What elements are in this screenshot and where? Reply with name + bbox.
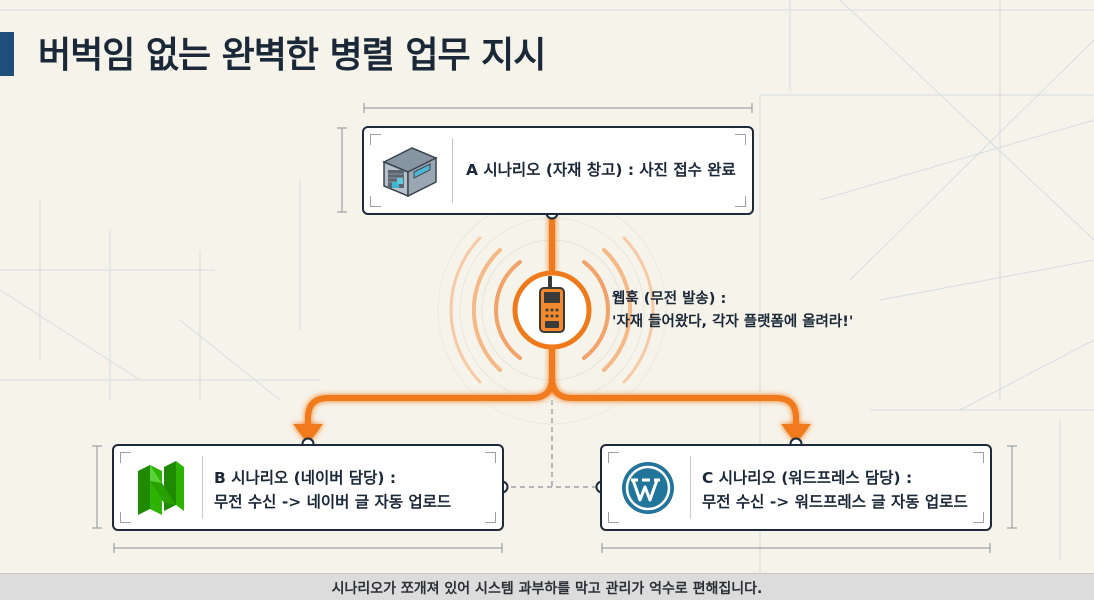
title-accent-bar	[0, 32, 14, 76]
corner-mark	[485, 452, 496, 463]
node-a-label: A 시나리오 (자재 창고) : 사진 접수 완료	[466, 161, 736, 179]
node-b-title: B 시나리오 (네이버 담당) :	[214, 469, 397, 487]
node-c-title: C 시나리오 (워드프레스 담당) :	[702, 469, 913, 487]
naver-logo-icon	[138, 461, 184, 515]
webhook-message: 웹훅 (무전 발송) : '자재 들어왔다, 각자 플랫폼에 올려라!'	[612, 288, 853, 334]
corner-mark	[485, 512, 496, 523]
node-divider	[690, 456, 691, 519]
webhook-title: 웹훅 (무전 발송) :	[612, 291, 727, 307]
corner-mark	[370, 196, 381, 207]
node-divider	[202, 456, 203, 519]
footer-bar: 시나리오가 쪼개져 있어 시스템 과부하를 막고 관리가 억수로 편해집니다.	[0, 573, 1094, 600]
node-b-scenario: B 시나리오 (네이버 담당) : 무전 수신 -> 네이버 글 자동 업로드	[112, 444, 504, 531]
webhook-quote: '자재 들어왔다, 각자 플랫폼에 올려라!'	[612, 314, 854, 330]
footer-caption: 시나리오가 쪼개져 있어 시스템 과부하를 막고 관리가 억수로 편해집니다.	[331, 581, 763, 597]
signal-waves	[437, 195, 667, 425]
node-a-scenario: A 시나리오 (자재 창고) : 사진 접수 완료	[362, 126, 754, 215]
node-c-desc: 무전 수신 -> 워드프레스 글 자동 업로드	[702, 493, 968, 511]
wordpress-logo-icon	[622, 462, 674, 514]
corner-mark	[735, 134, 746, 145]
node-b-desc: 무전 수신 -> 네이버 글 자동 업로드	[214, 493, 452, 511]
corner-mark	[120, 512, 131, 523]
orange-flow	[293, 213, 811, 444]
node-c-scenario: C 시나리오 (워드프레스 담당) : 무전 수신 -> 워드프레스 글 자동 …	[600, 444, 992, 531]
dashed-connectors	[502, 400, 602, 488]
corner-mark	[608, 512, 619, 523]
walkie-talkie-icon	[512, 270, 592, 350]
node-divider	[452, 138, 453, 203]
corner-mark	[973, 452, 984, 463]
corner-mark	[370, 134, 381, 145]
corner-mark	[735, 196, 746, 207]
dimension-lines	[92, 103, 1017, 553]
corner-mark	[973, 512, 984, 523]
corner-mark	[120, 452, 131, 463]
node-b-text: B 시나리오 (네이버 담당) : 무전 수신 -> 네이버 글 자동 업로드	[214, 466, 451, 514]
warehouse-icon	[382, 147, 438, 198]
corner-mark	[608, 452, 619, 463]
node-c-text: C 시나리오 (워드프레스 담당) : 무전 수신 -> 워드프레스 글 자동 …	[702, 466, 968, 514]
page-title: 버벅임 없는 완벽한 병렬 업무 지시	[38, 35, 546, 76]
